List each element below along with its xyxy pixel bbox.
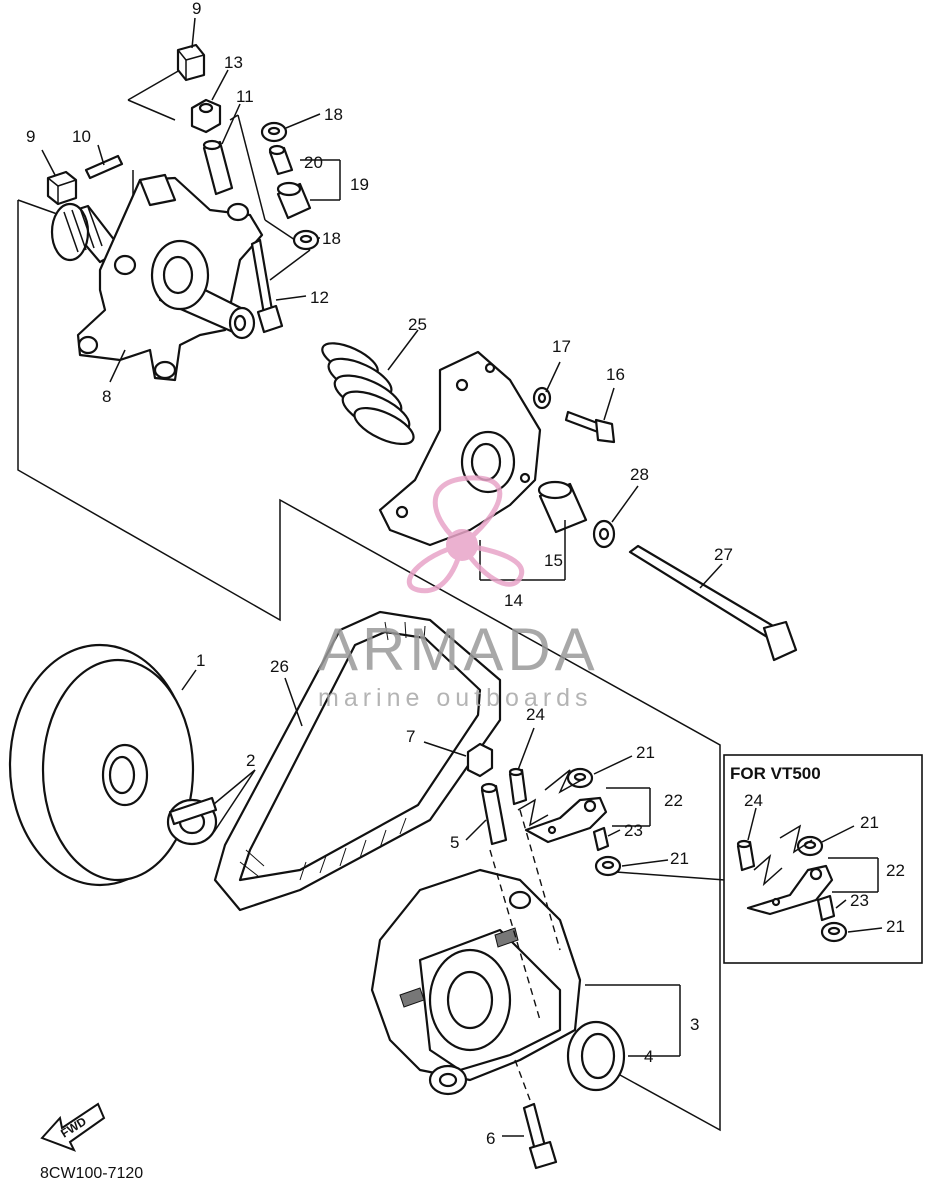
- pin-part-10: [84, 154, 124, 180]
- part-label-24: 24: [526, 705, 545, 724]
- weight-clip-part-9-top: [176, 43, 206, 82]
- watermark-tagline: marine outboards: [318, 684, 593, 712]
- part-label-22: 22: [664, 791, 683, 810]
- part-label-4: 4: [644, 1047, 653, 1066]
- collar-part-2: [166, 796, 218, 846]
- part-label-18-top: 18: [324, 105, 343, 124]
- cover-plate-part-14: [378, 350, 542, 547]
- part-label-7: 7: [406, 727, 415, 746]
- inset-label-24: 24: [744, 791, 763, 810]
- nut-part-13: [190, 98, 222, 134]
- part-label-14: 14: [504, 591, 523, 610]
- weight-arm-part-22: [524, 796, 608, 844]
- part-label-2: 2: [246, 751, 255, 770]
- drive-belt-part-26: [213, 610, 502, 912]
- armada-watermark: ARMADA marine outboards: [318, 475, 599, 712]
- pin-part-24: [508, 767, 528, 806]
- washer-part-28: [592, 519, 616, 549]
- washer-part-18-top: [260, 121, 288, 143]
- vt500-inset-box: FOR VT500 24 21 22 23 21: [723, 754, 923, 964]
- assembly-guide-lines: [17, 69, 721, 1132]
- washer-part-18-bottom: [292, 229, 320, 251]
- part-number-labels: 9 13 11 18 20 19 10 9 18 12 8 25 17 16 2…: [26, 0, 733, 1148]
- part-label-11: 11: [236, 87, 254, 106]
- part-label-21-upper: 21: [636, 743, 655, 762]
- part-label-28: 28: [630, 465, 649, 484]
- bushing-part-15: [537, 480, 588, 534]
- part-label-3: 3: [690, 1015, 699, 1034]
- part-label-16: 16: [606, 365, 625, 384]
- part-label-17: 17: [552, 337, 571, 356]
- part-label-13: 13: [224, 53, 243, 72]
- part-label-8: 8: [102, 387, 111, 406]
- part-label-18-bottom: 18: [322, 229, 341, 248]
- label-leader-lines: [41, 17, 726, 1137]
- bolt-part-27: [628, 544, 798, 662]
- sleeve-part-11: [202, 139, 234, 196]
- diagram-code: 8CW100-7120: [40, 1165, 143, 1182]
- roller-part-19: [276, 181, 312, 220]
- part-label-5: 5: [450, 833, 459, 852]
- nut-part-7: [466, 742, 494, 778]
- spring-part-25: [321, 342, 415, 446]
- bolt-part-16: [564, 410, 616, 444]
- inset-label-23: 23: [850, 891, 869, 910]
- part-label-15: 15: [544, 551, 563, 570]
- part-label-9-left: 9: [26, 127, 35, 146]
- part-label-23: 23: [624, 821, 643, 840]
- part-label-26: 26: [270, 657, 289, 676]
- bolt-part-6: [522, 1102, 558, 1170]
- primary-fixed-sheave-part-8: [50, 173, 264, 382]
- collar-part-21-upper: [566, 767, 594, 789]
- inset-label-22: 22: [886, 861, 905, 880]
- part-label-19: 19: [350, 175, 369, 194]
- propeller-logo-icon: [406, 475, 525, 594]
- forward-direction-arrow: FWD: [40, 1102, 106, 1152]
- part-label-20: 20: [304, 153, 323, 172]
- weight-clip-part-9-left: [46, 170, 78, 206]
- pin-part-23: [592, 826, 610, 852]
- inset-label-21-upper: 21: [860, 813, 879, 832]
- part-label-12: 12: [310, 288, 329, 307]
- bushing-part-20: [268, 144, 294, 176]
- secondary-sheave-part-1: [8, 643, 195, 887]
- movable-sheave-part-3: [370, 868, 582, 1096]
- bolt-part-12: [250, 238, 284, 334]
- inset-title: FOR VT500: [730, 764, 821, 783]
- part-label-27: 27: [714, 545, 733, 564]
- collar-part-21-lower: [594, 855, 622, 877]
- shaft-part-5: [480, 782, 508, 846]
- part-label-25: 25: [408, 315, 427, 334]
- part-label-6: 6: [486, 1129, 495, 1148]
- part-label-9-top: 9: [192, 0, 201, 18]
- inset-label-21-lower: 21: [886, 917, 905, 936]
- part-label-21-lower: 21: [670, 849, 689, 868]
- bushing-part-4: [566, 1020, 626, 1092]
- part-label-10: 10: [72, 127, 91, 146]
- part-label-1: 1: [196, 651, 205, 670]
- washer-part-17: [532, 386, 552, 410]
- watermark-brand: ARMADA: [318, 616, 599, 683]
